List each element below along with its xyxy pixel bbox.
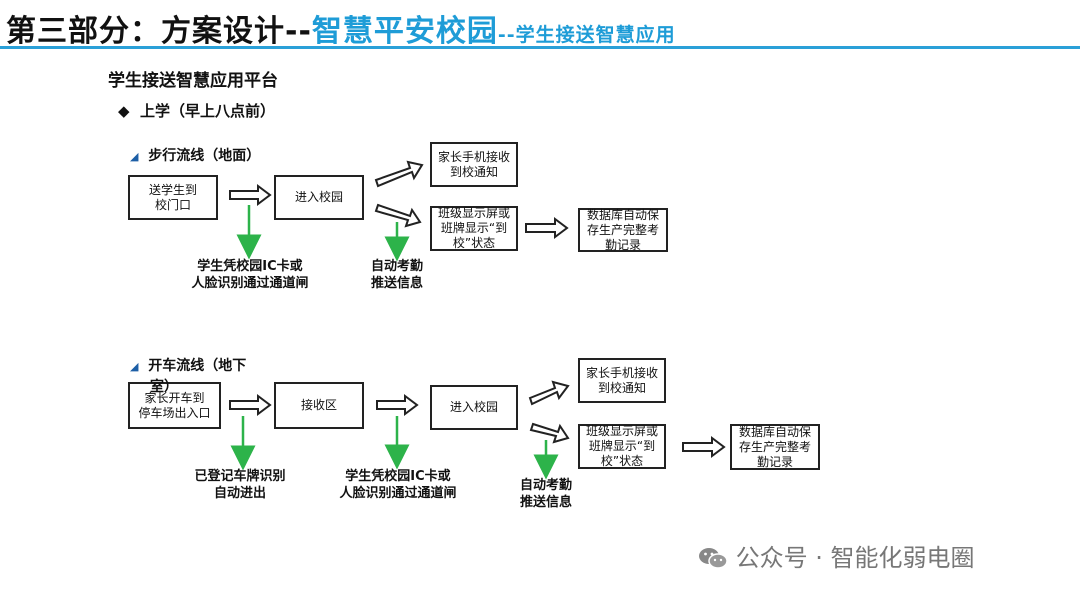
drive-flow-label: ◢ 开车流线（地下 (130, 358, 247, 374)
walk-flow-label: ◢ 步行流线（地面） (130, 148, 261, 164)
hollow-arrow (529, 422, 570, 444)
hollow-arrow (229, 394, 272, 416)
box-send-to-gate: 送学生到 校门口 (128, 175, 218, 220)
diamond-bullet-icon: ◆ (118, 102, 130, 120)
box-enter-campus: 进入校园 (430, 385, 518, 430)
hollow-arrow (525, 217, 569, 239)
hollow-arrow (374, 203, 422, 228)
caption-gate-pass: 学生凭校园IC卡或 人脸识别通过通道闸 (191, 259, 309, 291)
box-database-record: 数据库自动保 存生产完整考 勤记录 (730, 424, 820, 470)
box-parent-notice: 家长手机接收 到校通知 (430, 142, 518, 187)
page-title: 第三部分：方案设计--智慧平安校园--学生接送智慧应用 (6, 14, 676, 49)
box-pickup-area: 接收区 (274, 382, 364, 429)
subsection-heading: ◆ 上学（早上八点前） (118, 102, 276, 120)
box-parent-notice: 家长手机接收 到校通知 (578, 358, 666, 403)
title-underline (0, 46, 1080, 49)
wechat-icon (699, 548, 728, 569)
caption-auto-attendance: 自动考勤 推送信息 (519, 478, 572, 510)
caption-auto-attendance: 自动考勤 推送信息 (370, 259, 423, 291)
watermark: 公众号 · 智能化弱电圈 (698, 538, 975, 573)
triangle-bullet-icon: ◢ (130, 150, 139, 163)
box-class-display: 班级显示屏或 班牌显示“到 校”状态 (578, 424, 666, 469)
hollow-arrow (229, 184, 272, 206)
box-enter-campus: 进入校园 (274, 175, 364, 220)
section-title: 学生接送智慧应用平台 (108, 71, 278, 91)
hollow-arrow (376, 394, 419, 416)
box-class-display: 班级显示屏或 班牌显示“到 校”状态 (430, 206, 518, 251)
hollow-arrow (682, 436, 726, 458)
triangle-bullet-icon: ◢ (130, 360, 139, 373)
caption-plate-recognition: 已登记车牌识别 自动进出 (194, 469, 286, 501)
box-database-record: 数据库自动保 存生产完整考 勤记录 (578, 208, 668, 252)
caption-gate-pass: 学生凭校园IC卡或 人脸识别通过通道闸 (339, 469, 457, 501)
drive-flow-label-cont: 室） (150, 379, 178, 395)
hollow-arrow (528, 380, 570, 406)
hollow-arrow (374, 160, 424, 188)
box-drive-to-parking: 家长开车到 停车场出入口 (128, 382, 221, 429)
